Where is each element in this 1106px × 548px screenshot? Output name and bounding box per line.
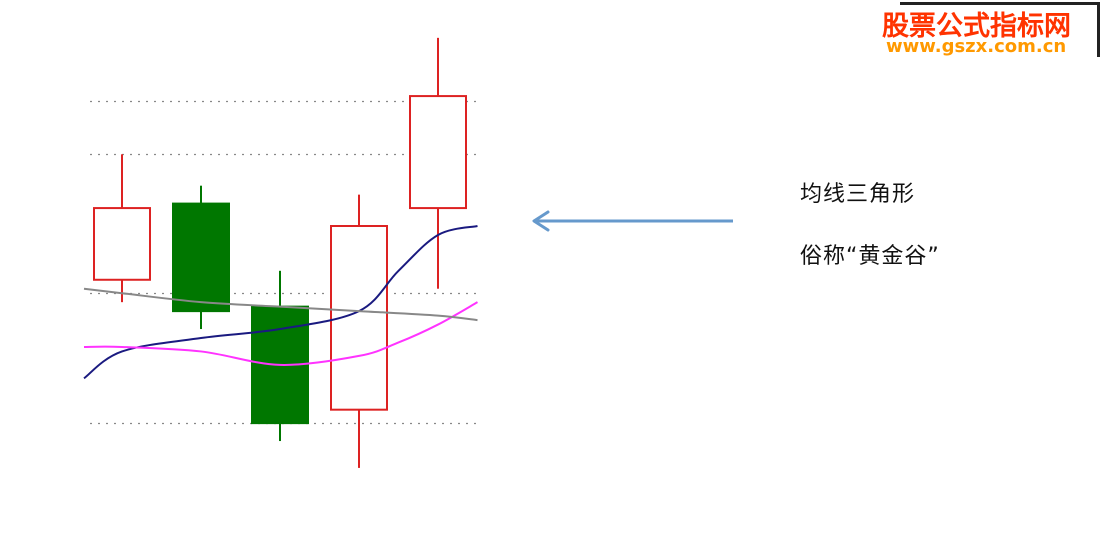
candles xyxy=(93,37,467,468)
candle-1-body xyxy=(172,202,230,313)
grid-lines xyxy=(90,100,480,425)
annotation-line-2: 俗称“黄金谷” xyxy=(800,244,940,269)
moving-average-lines xyxy=(83,225,478,380)
watermark-url: www.gszx.com.cn xyxy=(886,36,1067,57)
candle-0-body xyxy=(93,207,151,281)
watermark-title: 股票公式指标网 xyxy=(882,11,1071,42)
annotation-arrow xyxy=(532,210,733,232)
watermark-frame xyxy=(900,2,1100,57)
arrow-head-icon xyxy=(532,210,550,232)
annotation-line-1: 均线三角形 xyxy=(800,182,916,207)
candle-3-body xyxy=(330,225,388,411)
moving-average-line-2 xyxy=(83,287,478,322)
moving-average-line-1 xyxy=(83,301,478,366)
moving-average-line-0 xyxy=(83,225,478,380)
candle-4-body xyxy=(409,95,467,210)
watermark-logo: 股票公式指标网 www.gszx.com.cn xyxy=(880,2,1102,58)
